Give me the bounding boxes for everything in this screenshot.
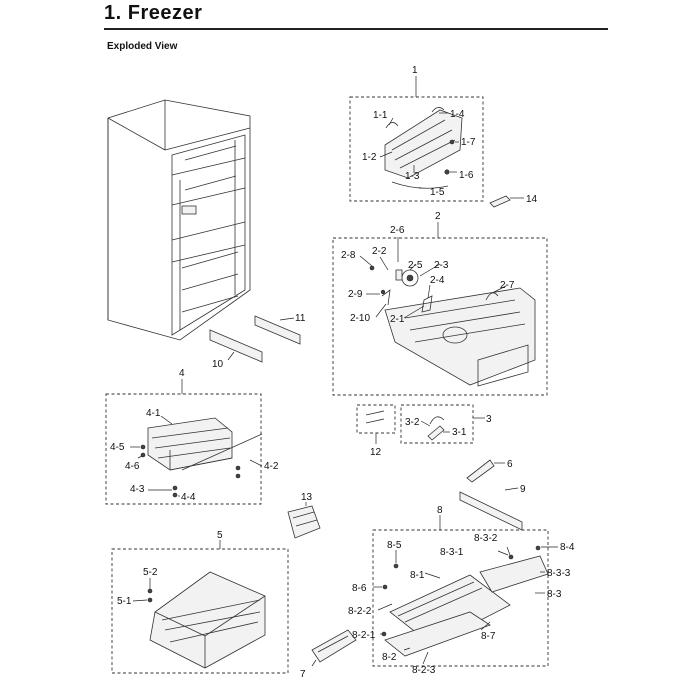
- callout-2-5: 2-5: [408, 260, 423, 271]
- callout-1-4: 1-4: [450, 109, 465, 120]
- callout-2: 2: [435, 211, 441, 222]
- callout-8-3-2: 8-3-2: [474, 533, 498, 544]
- callout-2-10: 2-10: [350, 313, 370, 324]
- callout-7: 7: [300, 669, 306, 680]
- callout-6: 6: [507, 459, 513, 470]
- callout-8-2-3: 8-2-3: [412, 665, 436, 676]
- part-13: [287, 502, 321, 539]
- callout-8-3-1: 8-3-1: [440, 547, 464, 558]
- callout-2-7: 2-7: [500, 280, 515, 291]
- part-11: [254, 315, 301, 345]
- callout-8-5: 8-5: [387, 540, 402, 551]
- callout-3-2: 3-2: [405, 417, 420, 428]
- callout-4-1: 4-1: [146, 408, 161, 419]
- callout-1-1: 1-1: [373, 110, 388, 121]
- callout-4-4: 4-4: [181, 492, 196, 503]
- callout-1-7: 1-7: [461, 137, 476, 148]
- callout-2-2: 2-2: [372, 246, 387, 257]
- callout-5-1: 5-1: [117, 596, 132, 607]
- callout-1-5: 1-5: [430, 187, 445, 198]
- part-group-3: [400, 404, 485, 444]
- callout-4-6: 4-6: [125, 461, 140, 472]
- callout-2-4: 2-4: [430, 275, 445, 286]
- part-group-12: [356, 404, 396, 444]
- callout-8-2-1: 8-2-1: [352, 630, 376, 641]
- callout-8-4: 8-4: [560, 542, 575, 553]
- part-14: [489, 195, 524, 208]
- page-title: 1. Freezer: [104, 2, 203, 24]
- callout-2-9: 2-9: [348, 289, 363, 300]
- callout-4-5: 4-5: [110, 442, 125, 453]
- callout-4-2: 4-2: [264, 461, 279, 472]
- part-9: [459, 487, 523, 531]
- callout-14: 14: [526, 194, 538, 205]
- part-10: [209, 329, 263, 363]
- callout-2-1: 2-1: [390, 314, 405, 325]
- callout-8-1: 8-1: [410, 570, 425, 581]
- callout-1-6: 1-6: [459, 170, 474, 181]
- callout-8-3: 8-3: [547, 589, 562, 600]
- section-subtitle: Exploded View: [107, 41, 178, 52]
- callout-2-6: 2-6: [390, 225, 405, 236]
- callout-1: 1: [412, 65, 418, 76]
- callout-11: 11: [295, 313, 306, 324]
- callout-1-2: 1-2: [362, 152, 377, 163]
- part-group-5: [111, 540, 289, 674]
- callout-8-3-3: 8-3-3: [547, 568, 571, 579]
- part-group-4: [105, 379, 263, 505]
- callout-8-2: 8-2: [382, 652, 397, 663]
- callout-12: 12: [370, 447, 382, 458]
- callout-8: 8: [437, 505, 443, 516]
- part-7: [311, 629, 357, 667]
- part-6: [466, 459, 505, 483]
- callout-8-6: 8-6: [352, 583, 367, 594]
- callout-3-1: 3-1: [452, 427, 467, 438]
- part-group-8: [372, 515, 558, 667]
- callout-2-8: 2-8: [341, 250, 356, 261]
- callout-13: 13: [301, 492, 313, 503]
- callout-4: 4: [179, 368, 185, 379]
- callout-8-2-2: 8-2-2: [348, 606, 372, 617]
- callout-5-2: 5-2: [143, 567, 158, 578]
- callout-4-3: 4-3: [130, 484, 145, 495]
- part-group-1: [349, 76, 484, 202]
- callout-3: 3: [486, 414, 492, 425]
- part-group-2: [332, 222, 548, 396]
- callout-1-3: 1-3: [405, 171, 420, 182]
- callout-10: 10: [212, 359, 224, 370]
- callout-labels: 1 1-1 1-2 1-3 1-4 1-5 1-6 1-7 14 2 2-1 2…: [110, 65, 575, 680]
- title-divider: [104, 28, 608, 30]
- callout-2-3: 2-3: [434, 260, 449, 271]
- refrigerator-cabinet: [107, 99, 251, 341]
- callout-8-7: 8-7: [481, 631, 496, 642]
- callout-9: 9: [520, 484, 526, 495]
- callout-5: 5: [217, 530, 223, 541]
